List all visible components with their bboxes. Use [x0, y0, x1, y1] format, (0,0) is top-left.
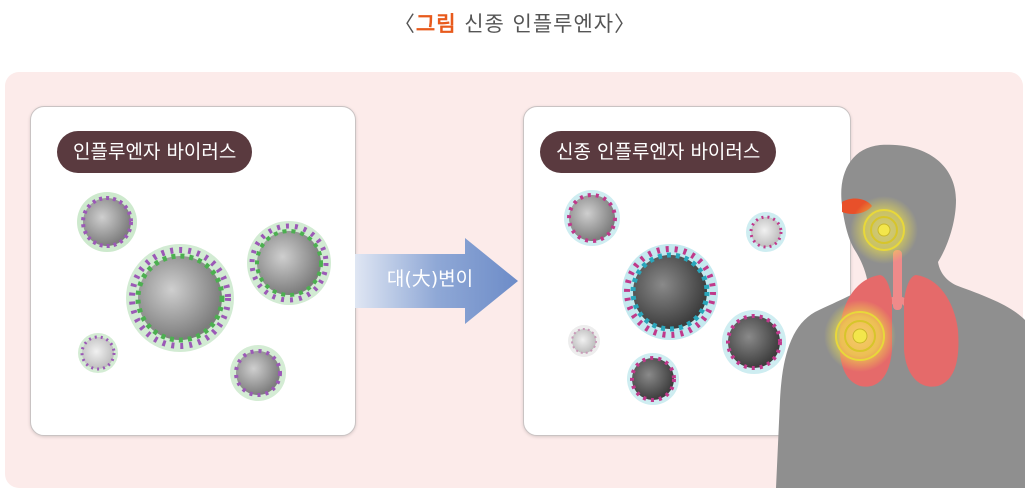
- nose-infection-marker: [842, 196, 918, 264]
- figure-caption: 〈그림 신종 인플루엔자〉: [0, 8, 1030, 38]
- arrow-shape: [355, 238, 518, 324]
- human-silhouette: [776, 144, 1025, 488]
- virus-icon: [568, 325, 600, 357]
- virus-icon: [77, 192, 137, 252]
- caption-figure-word: 그림: [415, 12, 457, 36]
- caption-close-bracket: 〉: [614, 12, 637, 36]
- virus-icon: [230, 345, 286, 401]
- mutation-label: 대(大)변이: [386, 268, 474, 290]
- lung-infection-marker: [824, 300, 896, 372]
- virus-icon: [622, 244, 718, 340]
- caption-open-bracket: 〈: [393, 12, 416, 36]
- virus-icon: [126, 244, 234, 352]
- virus-icon: [78, 333, 118, 373]
- influenza-virus-label: 인플루엔자 바이러스: [57, 131, 253, 173]
- virus-icon: [247, 221, 331, 305]
- caption-title: 신종 인플루엔자: [456, 12, 615, 36]
- virus-icon: [564, 190, 620, 246]
- virus-icon: [627, 353, 679, 405]
- virus-icon: [746, 212, 786, 252]
- mutation-arrow: 대(大)변이: [355, 238, 520, 324]
- virus-icon: [722, 310, 786, 374]
- new-influenza-virus-label: 신종 인플루엔자 바이러스: [540, 131, 777, 173]
